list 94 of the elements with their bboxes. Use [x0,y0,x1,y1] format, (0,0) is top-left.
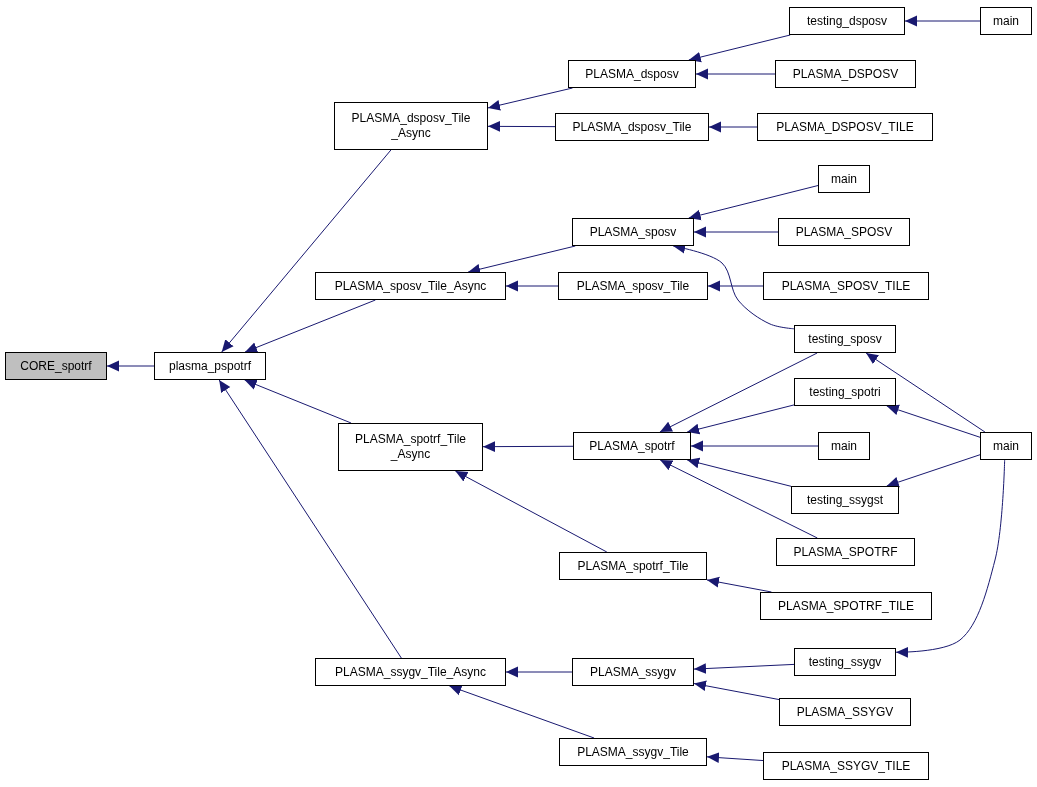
function-box [778,218,910,246]
function-name: testing_spotri [809,384,881,400]
call-arrow [448,685,595,739]
call-arrow [693,226,779,238]
function-box [5,352,107,380]
call-arrow [505,280,559,292]
function-name: PLASMA_DSPOSV [792,66,899,82]
function-box [794,648,896,676]
function-name: PLASMA_spotrf [589,438,675,454]
function-box [338,423,483,471]
function-name: testing_ssygst [806,492,883,508]
function-name: PLASMA_spotrf_Tile _Async [354,432,467,462]
call-arrow [688,185,819,221]
function-name: main [831,438,857,454]
call-arrow [482,441,574,452]
function-box [573,432,691,460]
call-arrow [221,149,392,353]
function-name: main [993,13,1019,29]
call-arrow [244,299,376,353]
call-arrow [686,457,792,487]
function-name: testing_dsposv [806,13,888,29]
function-box [779,698,911,726]
function-box [572,218,694,246]
function-name: PLASMA_ssygv_Tile [577,744,689,760]
function-box [763,272,929,300]
function-box [789,7,905,35]
function-box [980,432,1032,460]
function-box [572,658,694,686]
function-box [568,60,696,88]
call-arrow [865,352,986,433]
call-arrow [708,121,758,133]
call-arrow [693,680,780,701]
function-name: PLASMA_sposv [589,224,677,240]
call-arrow [487,87,573,111]
call-arrow [218,379,402,659]
function-box [315,658,506,686]
function-name: testing_ssygv [808,654,882,670]
call-arrow [904,15,981,27]
call-arrow [487,121,556,132]
function-name: PLASMA_SSYGV_TILE [781,758,911,774]
function-box [818,432,870,460]
function-name: plasma_pspotrf [168,358,251,374]
function-name: PLASMA_SPOTRF_TILE [777,598,914,614]
call-arrow [707,280,764,292]
function-name: CORE_spotrf [20,358,92,374]
call-arrow [886,404,981,438]
call-arrow [686,404,795,435]
function-box [559,552,707,580]
call-arrow [693,663,795,674]
call-arrow [454,470,608,553]
function-name: PLASMA_dsposv_Tile _Async [350,111,472,141]
function-name: PLASMA_SPOTRF [793,544,898,560]
function-box [559,738,707,766]
call-arrow [244,379,352,424]
function-box [794,378,896,406]
function-name: PLASMA_SSYGV [796,704,894,720]
call-arrow [659,459,818,539]
call-arrow [886,454,981,488]
call-arrow [688,34,791,63]
function-name: PLASMA_SPOSV_TILE [781,278,911,294]
function-name: PLASMA_dsposv [585,66,679,82]
function-box [818,165,870,193]
function-name: PLASMA_sposv_Tile_Async [334,278,487,294]
function-name: main [831,171,857,187]
function-box [760,592,932,620]
call-arrow [695,68,776,80]
function-name: main [993,438,1019,454]
function-name: PLASMA_ssygv_Tile_Async [335,664,486,680]
function-box [980,7,1032,35]
function-box [334,102,488,150]
call-arrow [706,752,764,764]
function-box [794,325,896,353]
function-box [763,752,929,780]
function-box [791,486,899,514]
function-box [154,352,266,380]
function-name: PLASMA_sposv_Tile [576,278,690,294]
call-arrow [659,352,818,433]
function-box [558,272,708,300]
call-arrow [106,360,155,372]
function-name: PLASMA_SPOSV [795,224,893,240]
function-name: PLASMA_spotrf_Tile [577,558,689,574]
function-box [775,60,916,88]
function-box [776,538,915,566]
call-arrow [690,440,819,452]
function-box [315,272,506,300]
call-arrow [505,666,573,678]
function-name: PLASMA_DSPOSV_TILE [776,119,914,135]
function-box [555,113,709,141]
function-box [757,113,933,141]
function-name: PLASMA_dsposv_Tile [572,119,692,135]
call-arrow [706,576,772,593]
function-name: testing_sposv [808,331,882,347]
function-name: PLASMA_ssygv [589,664,676,680]
call-arrow [895,459,1006,658]
